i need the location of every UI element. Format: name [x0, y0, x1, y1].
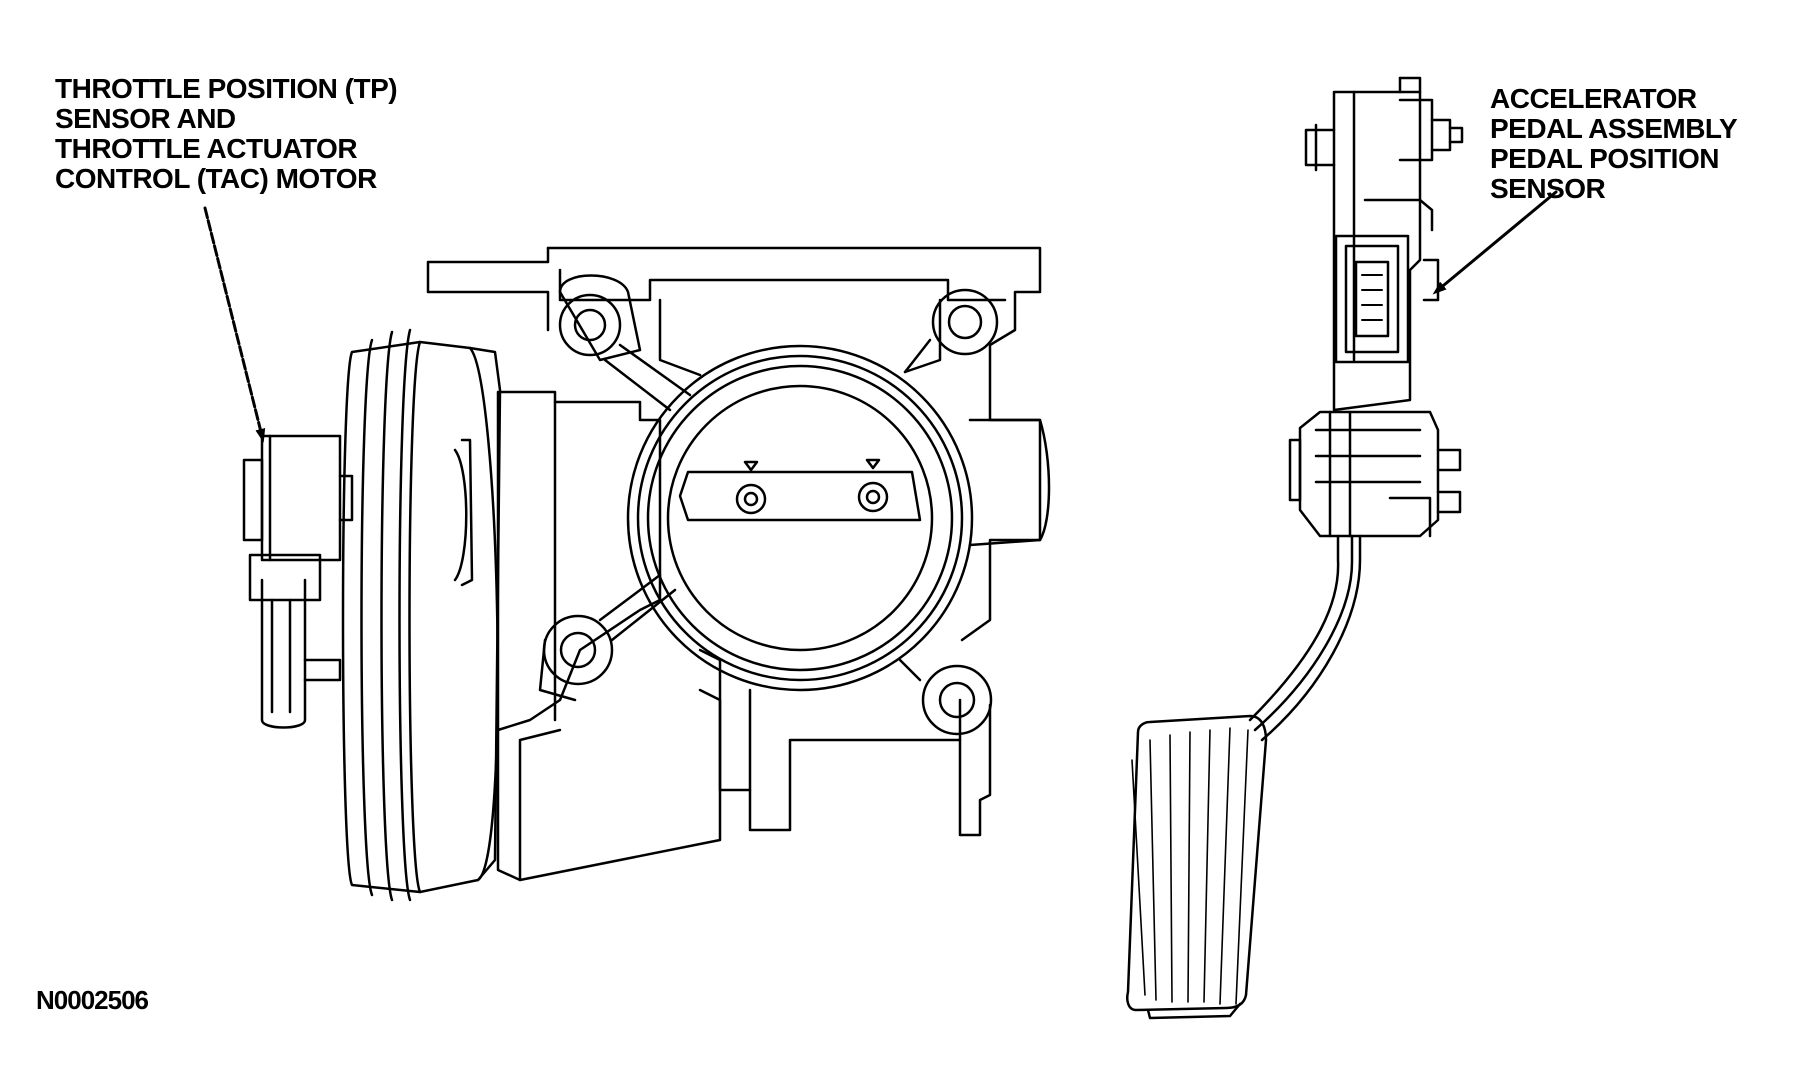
- tp-label-line-2: SENSOR AND: [55, 103, 236, 134]
- shaft-screw-right: [859, 483, 887, 511]
- tp-sensor-callout-label: THROTTLE POSITION (TP) SENSOR AND THROTT…: [55, 73, 398, 194]
- tp-leader-line: [205, 208, 266, 443]
- throttle-bore-inner: [668, 386, 932, 650]
- throttle-bore-outer-ring: [628, 346, 972, 690]
- app-label-line-2: PEDAL ASSEMBLY: [1490, 113, 1738, 144]
- tp-connector: [244, 436, 352, 728]
- pedal-pivot-housing: [1300, 412, 1438, 536]
- bolt-bottom-right: [900, 660, 991, 734]
- pedal-pad: [1127, 716, 1266, 1010]
- motor-housing-rim-1: [362, 340, 373, 895]
- pedal-arm: [1250, 536, 1338, 720]
- shaft-screw-left: [737, 485, 765, 513]
- figure-id: N0002506: [36, 985, 149, 1015]
- tp-label-line-1: THROTTLE POSITION (TP): [55, 73, 398, 104]
- throttle-flange-top: [548, 248, 1040, 640]
- throttle-flange-ridge: [560, 270, 1005, 300]
- throttle-flange-tab: [428, 248, 548, 330]
- throttle-body-assembly: [205, 208, 1049, 900]
- motor-housing-rim-3: [400, 330, 411, 900]
- bolt-bottom-left: [540, 575, 675, 700]
- throttle-shaft: [680, 472, 920, 520]
- throttle-bore-ring-2: [638, 356, 962, 680]
- app-leader-line: [1432, 192, 1556, 295]
- lower-bracket: [700, 650, 990, 835]
- pedal-sensor-connector: [1336, 236, 1408, 362]
- app-label-line-1: ACCELERATOR: [1490, 83, 1697, 114]
- tp-label-line-3: THROTTLE ACTUATOR: [55, 133, 358, 164]
- tp-label-line-4: CONTROL (TAC) MOTOR: [55, 163, 377, 194]
- bolt-top-left: [560, 276, 690, 411]
- app-label-line-3: PEDAL POSITION: [1490, 143, 1719, 174]
- bolt-top-right: [905, 290, 997, 372]
- accelerator-pedal-assembly: [1127, 78, 1556, 1018]
- motor-housing-rim-2: [382, 332, 393, 900]
- throttle-bore-ring-3: [648, 366, 952, 670]
- throttle-body-housing: [498, 392, 660, 730]
- motor-housing-face: [420, 342, 498, 892]
